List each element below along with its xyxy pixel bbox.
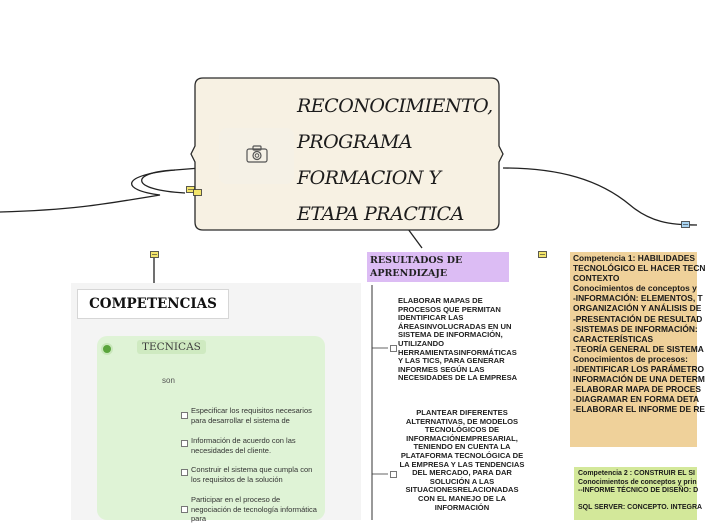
item-checkbox[interactable] [181, 412, 188, 419]
item-checkbox[interactable] [181, 440, 188, 447]
note-icon[interactable] [681, 221, 690, 228]
tecnicas-label[interactable]: TECNICAS [137, 340, 206, 354]
competencia-item[interactable]: Información de acuerdo con las necesidad… [191, 436, 296, 455]
central-topic-title: RECONOCIMIENTO, PROGRAMA FORMACION Y ETA… [297, 95, 493, 225]
note-icon[interactable] [150, 251, 159, 258]
item-checkbox[interactable] [390, 345, 397, 352]
note-icon[interactable] [193, 189, 202, 196]
competencia2-note[interactable] [574, 467, 697, 520]
resultado-item[interactable]: PLANTEAR DIFERENTES ALTERNATIVAS, DE MOD… [399, 408, 525, 512]
competencia1-note[interactable] [570, 252, 697, 447]
item-checkbox[interactable] [390, 471, 397, 478]
image-placeholder[interactable] [219, 128, 294, 184]
central-topic-box[interactable] [190, 77, 504, 231]
competencia1-text: Competencia 1: HABILIDADES TECNOLÓGICO E… [573, 253, 705, 415]
tecnicas-node-dot[interactable] [101, 343, 113, 355]
item-checkbox[interactable] [181, 506, 188, 513]
resultado-item[interactable]: ELABORAR MAPAS DE PROCESOS QUE PERMITAN … [398, 296, 518, 383]
competencia2-text: Competencia 2 : CONSTRUIR EL SI Conocimi… [578, 470, 703, 511]
competencia-item[interactable]: Participar en el proceso de negociación … [191, 495, 317, 523]
competencias-title[interactable]: COMPETENCIAS [77, 289, 229, 319]
connector-label-son: son [162, 376, 175, 385]
camera-icon [245, 144, 268, 168]
competencia-item[interactable]: Especificar los requisitos necesarios pa… [191, 406, 312, 425]
tecnicas-group [97, 336, 325, 520]
resultados-title[interactable]: RESULTADOS DE APRENDIZAJE [367, 252, 509, 282]
competencia-item[interactable]: Construir el sistema que cumpla con los … [191, 465, 313, 484]
item-checkbox[interactable] [181, 469, 188, 476]
note-icon[interactable] [538, 251, 547, 258]
